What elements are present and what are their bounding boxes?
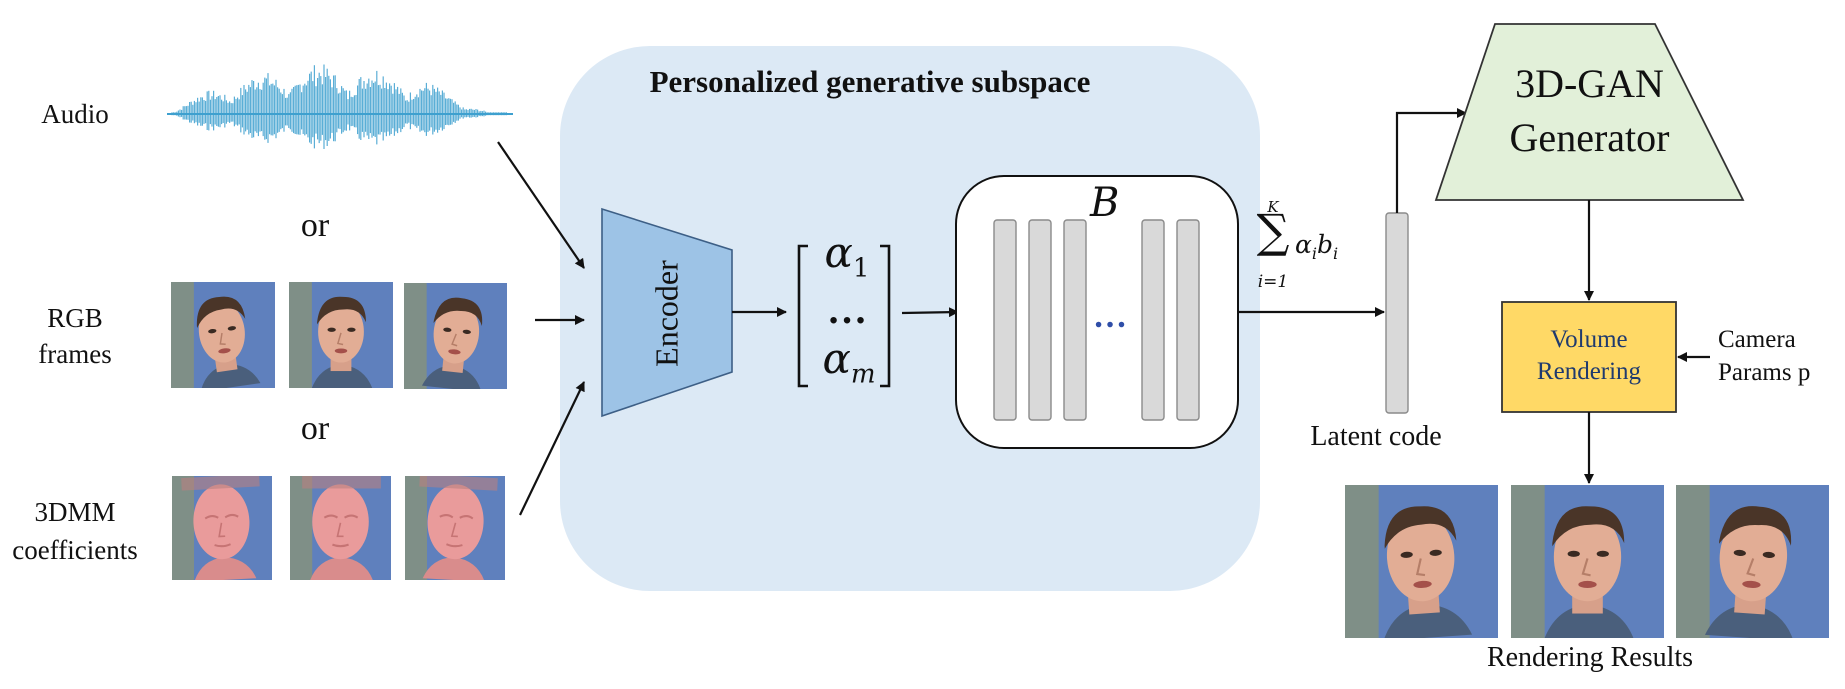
- dmm-label-line2: coefficients: [12, 535, 138, 565]
- generator-label-line2: Generator: [1509, 115, 1670, 160]
- latent-to-generator-arrow: [1395, 108, 1467, 213]
- dmm-render-2: [290, 476, 391, 580]
- alpha-1: α1: [812, 228, 882, 283]
- rgb-frame-3: [404, 283, 507, 389]
- latent-code-bar: [1385, 212, 1409, 414]
- dmm-render-1: [172, 476, 272, 580]
- alpha-m: αm: [808, 334, 890, 389]
- volume-label-line1: Volume: [1550, 326, 1628, 353]
- encoder-block: [601, 207, 733, 418]
- dmm-label-line1: 3DMM: [34, 497, 116, 527]
- alpha-m-symbol: α: [822, 334, 851, 383]
- rendering-results-label: Rendering Results: [1486, 642, 1694, 673]
- sum-term-b: b: [1317, 230, 1334, 259]
- rendering-result-3: [1676, 485, 1829, 638]
- basis-ellipsis: …: [1093, 298, 1127, 335]
- camera-label-line2: Params p: [1718, 359, 1811, 386]
- rgb-frame-1: [171, 282, 275, 388]
- encoder-label: Encoder: [648, 260, 685, 367]
- rgb-frame-2: [289, 282, 393, 388]
- dmm-arrow: [519, 381, 585, 516]
- rgb-label-line1: RGB: [47, 303, 103, 333]
- alpha-ellipsis: …: [827, 287, 867, 332]
- basis-vectors: [993, 219, 1200, 421]
- sum-symbol: ∑: [1256, 204, 1290, 258]
- alpha-1-subscript: 1: [852, 253, 870, 284]
- alpha-1-symbol: α: [824, 228, 853, 277]
- or-separator-1: or: [300, 207, 330, 244]
- sum-term-b-subscript: i: [1333, 244, 1339, 263]
- or-separator-2: or: [300, 410, 330, 447]
- camera-label-line1: Camera: [1718, 326, 1796, 353]
- basis-label: B: [1090, 180, 1120, 226]
- alpha-to-basis-arrow: [901, 307, 959, 318]
- generator-label-line1: 3D-GAN: [1515, 61, 1664, 106]
- gan-generator-block: [1434, 23, 1745, 201]
- rendering-result-1: [1345, 485, 1498, 638]
- alpha-m-subscript: m: [850, 359, 876, 390]
- sum-term-alpha-subscript: i: [1311, 244, 1318, 263]
- audio-waveform: [167, 64, 513, 149]
- subspace-title: Personalized generative subspace: [649, 64, 1091, 99]
- volume-rendering-block: [1501, 301, 1677, 413]
- sum-upper-limit: K: [1267, 198, 1279, 216]
- sum-term: αibi: [1295, 230, 1338, 263]
- audio-label: Audio: [41, 99, 109, 129]
- alpha-vector-brackets: [797, 244, 891, 388]
- volume-label-line2: Rendering: [1536, 358, 1642, 385]
- dmm-render-3: [405, 476, 505, 580]
- latent-code-label: Latent code: [1310, 421, 1442, 452]
- audio-arrow: [497, 141, 585, 269]
- rgb-label-line2: frames: [38, 339, 112, 369]
- sum-lower-limit: i=1: [1257, 272, 1289, 292]
- rendering-result-2: [1511, 485, 1664, 638]
- sum-term-alpha: α: [1295, 230, 1312, 259]
